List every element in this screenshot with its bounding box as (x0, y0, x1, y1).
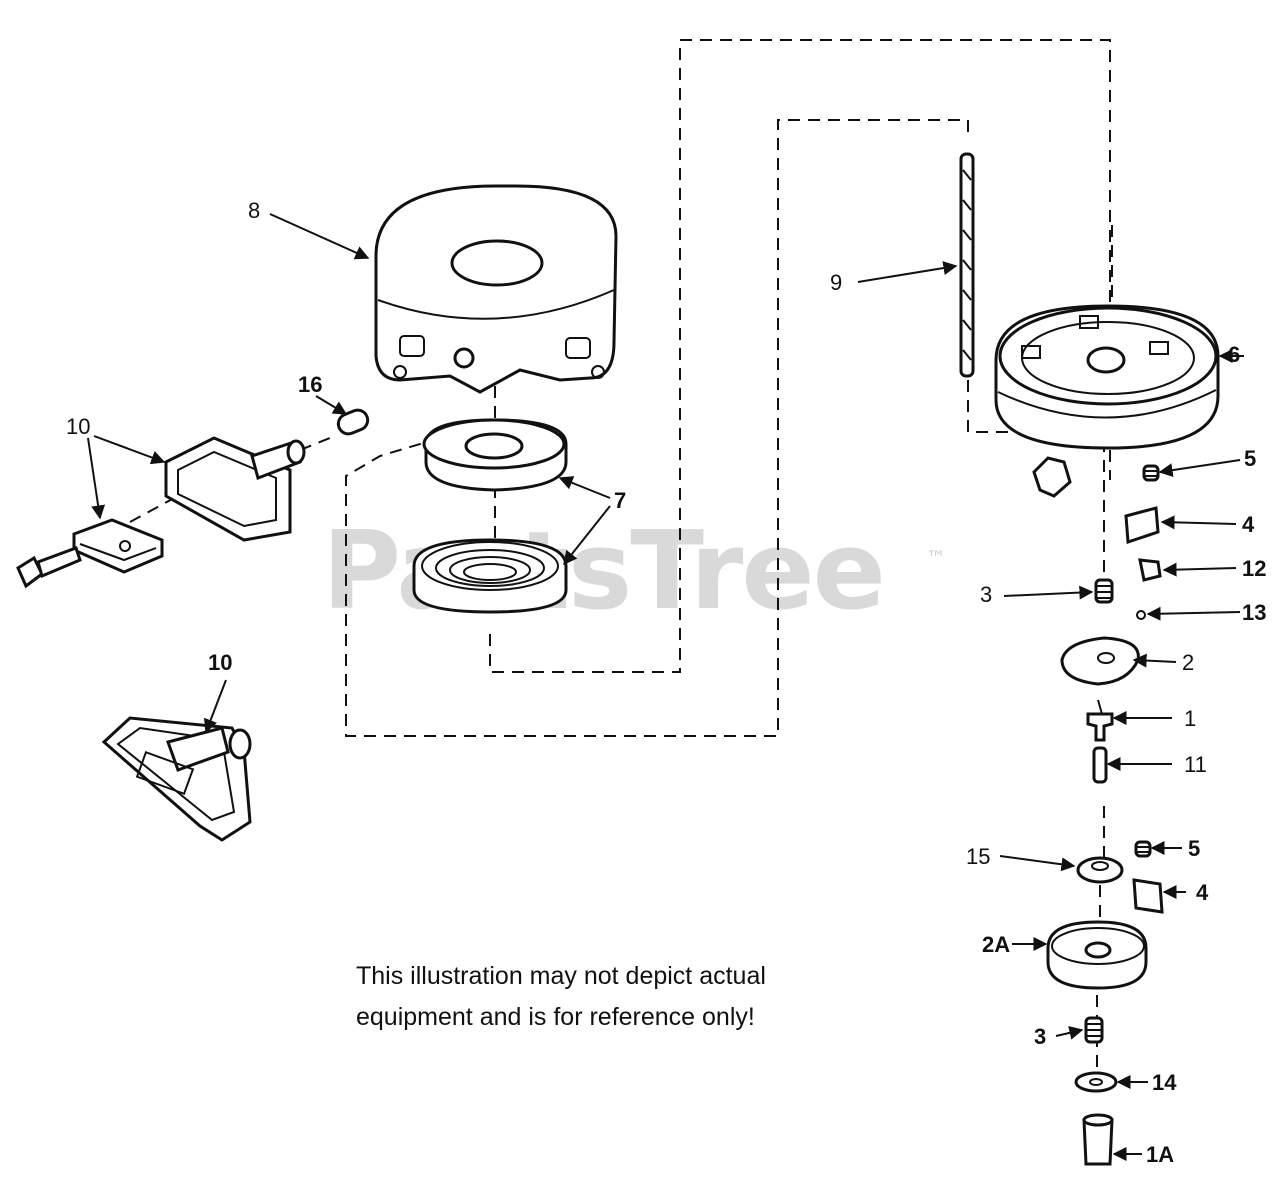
callout-11: 11 (1184, 752, 1207, 777)
disclaimer-line-1: This illustration may not depict actual (356, 962, 766, 990)
callout-10b: 10 (208, 650, 232, 675)
callout-9: 9 (830, 270, 842, 295)
trademark-symbol: ™ (926, 546, 946, 570)
callout-2: 2 (1182, 650, 1194, 675)
callout-5b: 5 (1188, 836, 1200, 861)
callout-12: 12 (1242, 556, 1266, 581)
part-2A-retainer-cup (1046, 920, 1148, 990)
part-8-starter-housing (374, 184, 618, 394)
callout-labels: 8 16 10 10 7 9 6 5 4 12 3 13 2 1 11 15 5… (66, 198, 1266, 1167)
callout-13: 13 (1242, 600, 1266, 625)
part-1-screw (1086, 699, 1114, 742)
part-4-pawl-lower (1132, 878, 1164, 914)
disclaimer-note: This illustration may not depict actual … (356, 956, 896, 1038)
part-7-pulley-and-spring (412, 418, 568, 614)
part-5-spring-lower (1134, 840, 1152, 858)
callout-4b: 4 (1196, 880, 1209, 905)
part-3-spring-upper (1094, 578, 1114, 604)
callout-1A: 1A (1146, 1142, 1174, 1167)
callout-leaders (87, 213, 1244, 1161)
part-10-rope-guide (16, 518, 164, 589)
part-16-pin (336, 408, 370, 436)
part-5-spring-upper (1142, 464, 1160, 482)
callout-8: 8 (248, 198, 260, 223)
callout-7: 7 (614, 488, 626, 513)
callout-4a: 4 (1242, 512, 1255, 537)
part-12-pawl-arm (1138, 558, 1162, 582)
callout-3b: 3 (1034, 1024, 1046, 1049)
part-13-washer-small (1136, 610, 1146, 620)
disclaimer-line-2: equipment and is for reference only! (356, 1003, 755, 1031)
callout-1: 1 (1184, 706, 1196, 731)
callout-10a: 10 (66, 414, 90, 439)
part-10-alt-handle (101, 716, 252, 842)
callout-5a: 5 (1244, 446, 1256, 471)
part-6-rope-pulley (994, 304, 1220, 498)
part-2-retainer (1060, 636, 1140, 686)
callout-3a: 3 (980, 582, 992, 607)
part-9-starter-rope (959, 152, 975, 378)
part-11-pin (1092, 746, 1108, 784)
part-4-pawl-upper (1124, 506, 1160, 545)
part-15-washer (1076, 856, 1124, 884)
callout-2A: 2A (982, 932, 1010, 957)
part-10-starter-handle (164, 436, 306, 542)
callout-15: 15 (966, 844, 990, 869)
part-3-spring-lower (1084, 1016, 1104, 1044)
callout-14: 14 (1152, 1070, 1177, 1095)
part-14-washer (1074, 1071, 1118, 1093)
callout-6: 6 (1228, 342, 1240, 367)
part-1A-shaft (1082, 1113, 1114, 1166)
callout-16: 16 (298, 372, 322, 397)
